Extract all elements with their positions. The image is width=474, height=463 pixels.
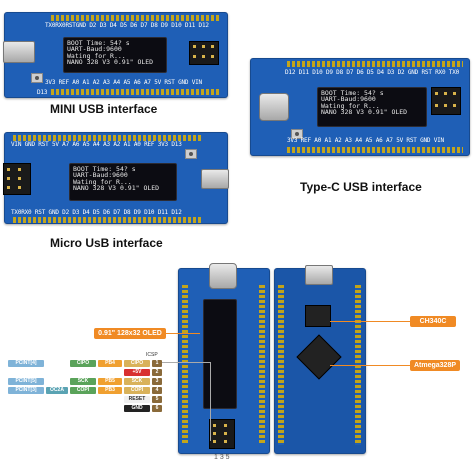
silk-top-row: TX0RX0RSTGND D2 D3 D4 D5 D6 D7 D8 D9 D10… <box>45 22 209 29</box>
oled-line-2: UART-Baud:9600 <box>67 45 122 54</box>
pin-number: 6 <box>152 405 162 412</box>
icsp-bottom-label: 1 3 5 <box>214 454 230 461</box>
icsp-header <box>3 163 31 195</box>
pin-header-top <box>287 61 463 67</box>
icsp-header <box>189 41 219 65</box>
pin-number: 5 <box>152 396 162 403</box>
oled-display: BOOT Time: 54? s UART-Baud:9600 Wating f… <box>63 37 167 73</box>
front-board-vertical <box>178 263 270 454</box>
micro-usb-label: Micro UsB interface <box>50 236 163 250</box>
atmega328p-chip <box>296 334 342 380</box>
pin-number: 2 <box>152 369 162 376</box>
usb-port-back <box>305 265 333 285</box>
pin-number: 4 <box>152 387 162 394</box>
ch340c-callout-line <box>330 321 410 322</box>
pin-header-bottom <box>51 89 221 95</box>
pin-number: 1 <box>152 360 162 367</box>
silk-top-row: VIN GND RST 5V A7 A6 A5 A4 A3 A2 A1 A0 R… <box>11 141 182 148</box>
pin-number: 3 <box>152 378 162 385</box>
ch340c-callout: CH340C <box>410 316 456 327</box>
function-label: CIPO <box>70 360 96 367</box>
pin-header-left <box>278 285 284 445</box>
oled-callout: 0.91" 128x32 OLED <box>94 328 166 339</box>
back-board-vertical <box>274 265 366 454</box>
icsp-pin-label: SCK <box>124 378 150 385</box>
oled-line-2: UART-Baud:9600 <box>321 95 376 104</box>
mini-usb-label: MINI USB interface <box>50 102 158 116</box>
icsp-pin-label: RESET <box>124 396 150 403</box>
port-label: PB4 <box>98 360 122 367</box>
icsp-pin-label: GND <box>124 405 150 412</box>
atmega-callout: Atmega328P <box>410 360 460 371</box>
micro-usb-board: VIN GND RST 5V A7 A6 A5 A4 A3 A2 A1 A0 R… <box>3 132 229 224</box>
port-label: PB3 <box>98 387 122 394</box>
icsp-pin-label: COPI <box>124 387 150 394</box>
timer-label: OC2A <box>46 387 68 394</box>
oled-line-1: BOOT Time: 54? s <box>73 165 136 173</box>
micro-usb-port <box>201 169 229 189</box>
typec-label: Type-C USB interface <box>300 180 422 194</box>
icsp-header <box>431 87 461 115</box>
pin-header-top <box>13 135 203 141</box>
oled-line-4: NANO 328 V3 0.91" OLED <box>67 57 154 66</box>
icsp-pin-label: CIPO <box>124 360 150 367</box>
icsp-legend: PCINT[4] CIPO PB4 CIPO 1 +5V 2 PCINT[5] … <box>8 360 168 420</box>
icsp-title: ICSP <box>146 352 158 358</box>
oled-callout-line <box>166 333 200 334</box>
mini-usb-port <box>3 41 35 63</box>
pcint-label: PCINT[4] <box>8 360 44 367</box>
pin-header-top <box>51 15 221 21</box>
pin-header-bottom <box>13 217 203 223</box>
icsp-pin-label: +5V <box>124 369 150 376</box>
oled-line-3: Wating for R... <box>73 177 132 186</box>
function-label: COPI <box>70 387 96 394</box>
oled-display: BOOT Time: 54? s UART-Baud:9600 Wating f… <box>317 87 427 127</box>
pin-header-left <box>182 285 188 445</box>
reset-button <box>291 129 303 139</box>
pin-header-bottom <box>287 147 463 153</box>
reset-button <box>31 73 43 83</box>
silk-top-row: D12 D11 D10 D9 D8 D7 D6 D5 D4 D3 D2 GND … <box>285 69 460 76</box>
silk-d13: D13 <box>37 89 48 96</box>
icsp-header <box>209 419 235 449</box>
pcint-label: PCINT[3] <box>8 387 44 394</box>
silk-bottom-row: 3V3 REF A0 A1 A2 A3 A4 A5 A6 A7 5V RST G… <box>287 137 444 144</box>
icsp-leader-line <box>162 362 211 441</box>
typec-board: D12 D11 D10 D9 D8 D7 D6 D5 D4 D3 D2 GND … <box>250 58 470 156</box>
atmega-callout-line <box>330 365 410 366</box>
function-label: SCK <box>70 378 96 385</box>
silk-bottom-row: TX0RX0 RST GND D2 D3 D4 D5 D6 D7 D8 D9 D… <box>11 209 182 216</box>
oled-line-2: UART-Baud:9600 <box>73 171 128 180</box>
oled-line-1: BOOT Time: 54? s <box>67 39 130 47</box>
port-label: PB5 <box>98 378 122 385</box>
typec-port <box>259 93 289 121</box>
reset-button <box>185 149 197 159</box>
mini-usb-board: TX0RX0RSTGND D2 D3 D4 D5 D6 D7 D8 D9 D10… <box>3 12 228 98</box>
typec-port <box>209 263 237 289</box>
oled-line-4: NANO 328 V3 0.91" OLED <box>321 107 408 116</box>
oled-line-4: NANO 328 V3 0.91" OLED <box>73 183 160 192</box>
oled-line-3: Wating for R... <box>321 101 380 110</box>
oled-display-vertical <box>203 299 237 409</box>
silk-bottom-row: 3V3 REF A0 A1 A2 A3 A4 A5 A6 A7 5V RST G… <box>45 79 202 86</box>
pcint-label: PCINT[5] <box>8 378 44 385</box>
ch340c-chip <box>305 305 331 327</box>
pin-header-right <box>259 285 265 445</box>
oled-display: BOOT Time: 54? s UART-Baud:9600 Wating f… <box>69 163 177 201</box>
oled-line-3: Wating for R... <box>67 51 126 60</box>
oled-line-1: BOOT Time: 54? s <box>321 89 384 97</box>
